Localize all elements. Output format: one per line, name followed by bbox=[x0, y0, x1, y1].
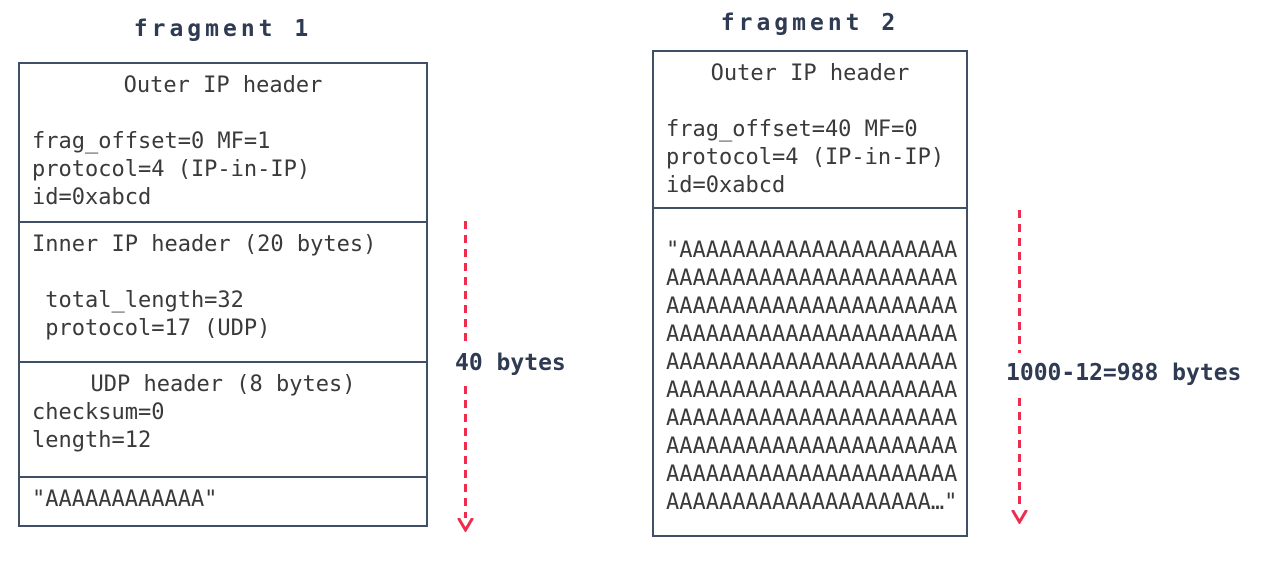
fragment1-size-label: 40 bytes bbox=[455, 350, 566, 376]
arrow-dash-segment bbox=[1018, 398, 1021, 510]
payload-text: "AAAAAAAAAAAA" bbox=[32, 487, 218, 512]
fragment1-payload-section: "AAAAAAAAAAAA" bbox=[20, 476, 426, 525]
payload-text: AAAAAAAAAAAAAAAAAAAAAA bbox=[666, 294, 958, 319]
section-heading: Outer IP header bbox=[123, 73, 323, 98]
spacer bbox=[32, 259, 414, 287]
fragment2-outer-ip-header-section: Outer IP header frag_offset=40 MF=0 prot… bbox=[654, 52, 966, 207]
fragment1-inner-ip-header-section: Inner IP header (20 bytes) total_length=… bbox=[20, 221, 426, 361]
payload-text: AAAAAAAAAAAAAAAAAAAAAA bbox=[666, 378, 958, 403]
fragment1-udp-header-section: UDP header (8 bytes) checksum=0 length=1… bbox=[20, 361, 426, 476]
fragment2-payload-section: "AAAAAAAAAAAAAAAAAAAAA AAAAAAAAAAAAAAAAA… bbox=[654, 207, 966, 535]
field-line: frag_offset=0 MF=1 bbox=[32, 129, 271, 154]
payload-text: AAAAAAAAAAAAAAAAAAAA…" bbox=[666, 490, 958, 515]
field-line: protocol=4 (IP-in-IP) bbox=[32, 157, 311, 182]
arrow-dash-segment bbox=[464, 386, 467, 518]
arrow-dash-segment bbox=[1018, 210, 1021, 353]
arrow-head-icon bbox=[1011, 510, 1028, 524]
fragment2-box: Outer IP header frag_offset=40 MF=0 prot… bbox=[652, 50, 968, 537]
fragment1-box: Outer IP header frag_offset=0 MF=1 proto… bbox=[18, 62, 428, 527]
spacer bbox=[666, 88, 954, 116]
fragment2-title: fragment 2 bbox=[720, 10, 900, 36]
field-line: id=0xabcd bbox=[666, 173, 786, 198]
field-line: total_length=32 bbox=[32, 288, 244, 313]
field-line: length=12 bbox=[32, 428, 152, 453]
field-line: frag_offset=40 MF=0 bbox=[666, 117, 918, 142]
section-heading: Inner IP header (20 bytes) bbox=[32, 232, 377, 257]
spacer bbox=[32, 100, 414, 128]
payload-text: AAAAAAAAAAAAAAAAAAAAAA bbox=[666, 266, 958, 291]
field-line: checksum=0 bbox=[32, 400, 165, 425]
section-heading: Outer IP header bbox=[710, 61, 910, 86]
payload-text: AAAAAAAAAAAAAAAAAAAAAA bbox=[666, 434, 958, 459]
arrow-dash-segment bbox=[464, 221, 467, 345]
arrow-head-icon bbox=[457, 518, 474, 532]
section-heading: UDP header (8 bytes) bbox=[90, 372, 356, 397]
fragment2-size-label: 1000-12=988 bytes bbox=[1006, 360, 1242, 386]
payload-text: AAAAAAAAAAAAAAAAAAAAAA bbox=[666, 406, 958, 431]
fragment1-outer-ip-header-section: Outer IP header frag_offset=0 MF=1 proto… bbox=[20, 64, 426, 221]
field-line: protocol=4 (IP-in-IP) bbox=[666, 145, 945, 170]
payload-text: "AAAAAAAAAAAAAAAAAAAAA bbox=[666, 238, 958, 263]
fragment1-title: fragment 1 bbox=[133, 16, 313, 42]
field-line: protocol=17 (UDP) bbox=[32, 316, 271, 341]
payload-text: AAAAAAAAAAAAAAAAAAAAAA bbox=[666, 462, 958, 487]
payload-text: AAAAAAAAAAAAAAAAAAAAAA bbox=[666, 322, 958, 347]
field-line: id=0xabcd bbox=[32, 185, 152, 210]
payload-text: AAAAAAAAAAAAAAAAAAAAAA bbox=[666, 350, 958, 375]
